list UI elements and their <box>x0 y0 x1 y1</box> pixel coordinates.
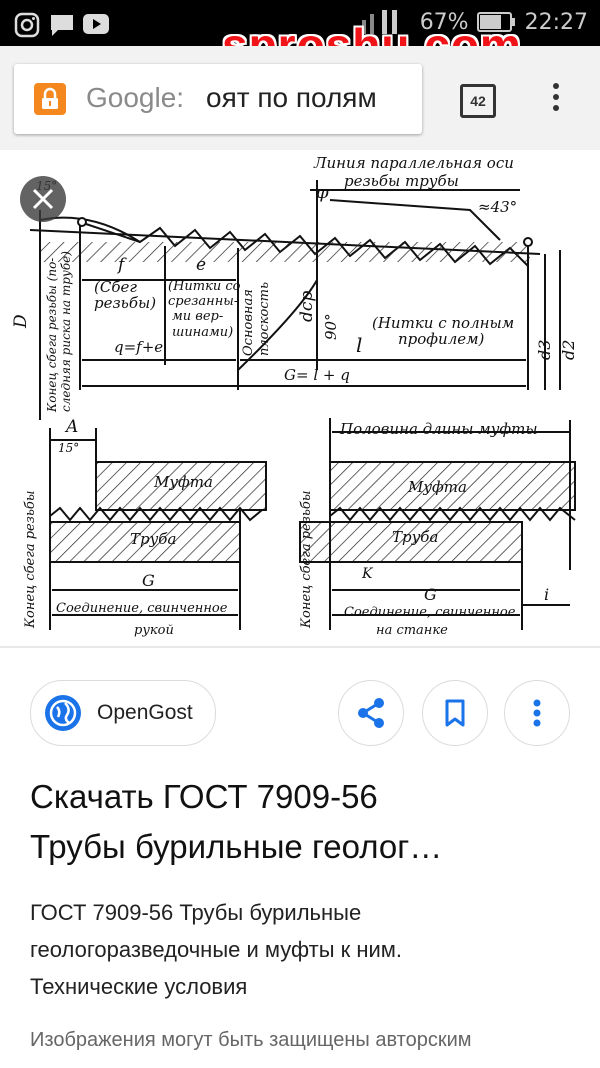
description-line: Технические условия <box>30 974 248 999</box>
result-title-line: Трубы бурильные геолог… <box>30 828 443 865</box>
signal-icon <box>353 10 397 34</box>
label-angle-15: 15° <box>58 441 79 455</box>
status-bar: 67% 22:27 <box>0 0 600 46</box>
label-end-left-1: Конец сбега резьбы (по- <box>45 258 59 413</box>
thread-drawing: Линия параллельная оси резьбы трубы φ ≈4… <box>11 154 578 638</box>
save-button[interactable] <box>422 680 488 746</box>
more-icon <box>533 699 541 727</box>
label-angle-43: ≈43° <box>478 198 517 216</box>
clock: 22:27 <box>524 9 588 35</box>
label-end-runout-right: Конец сбега резьбы <box>299 491 314 629</box>
label-G-formula: G= l + q <box>284 366 350 384</box>
label-phi: φ <box>316 182 329 203</box>
browser-toolbar: Google: оят по полям 42 <box>0 46 600 150</box>
source-name: OpenGost <box>97 701 193 724</box>
label-joint-hand-1: Соединение, свинченное <box>56 601 228 616</box>
label-parallel-1: Линия параллельная оси <box>313 154 514 172</box>
label-angle-90: 90° <box>322 313 340 340</box>
label-half-coupling: Половина длины муфты <box>339 420 538 438</box>
label-full-2: профилем) <box>398 330 485 348</box>
label-joint-machine-1: Соединение, свинченное <box>344 605 516 620</box>
instagram-icon <box>14 12 40 38</box>
result-title[interactable]: Скачать ГОСТ 7909-56 Трубы бурильные гео… <box>30 772 570 872</box>
label-end-left-2: следняя риска на трубе) <box>59 251 73 412</box>
label-runout-1: (Сбег <box>94 278 137 296</box>
label-D: D <box>11 314 31 329</box>
label-cut-1: (Нитки со <box>168 279 241 294</box>
address-bar[interactable]: Google: оят по полям <box>14 64 422 134</box>
label-pipe-right: Труба <box>392 528 438 546</box>
label-G-left: G <box>142 571 155 590</box>
share-button[interactable] <box>338 680 404 746</box>
lock-icon <box>34 83 66 115</box>
label-d3: d3 <box>535 340 554 360</box>
globe-icon <box>45 695 81 731</box>
share-icon <box>358 698 384 728</box>
label-cut-4: шинами) <box>172 325 233 340</box>
label-f: f <box>116 255 127 275</box>
notice-line: Изображения могут быть защищены авторски… <box>30 1029 472 1051</box>
copyright-notice: Изображения могут быть защищены авторски… <box>30 1024 590 1056</box>
label-coupling-right: Муфта <box>407 478 467 496</box>
more-button[interactable] <box>504 680 570 746</box>
description-line: ГОСТ 7909-56 Трубы бурильные <box>30 900 362 925</box>
youtube-icon <box>83 14 109 34</box>
divider <box>0 646 600 648</box>
battery-percent: 67% <box>419 9 469 35</box>
label-main-plane-1: Основная <box>241 289 256 356</box>
source-chip[interactable]: OpenGost <box>30 680 216 746</box>
label-full-1: (Нитки с полным <box>372 314 514 332</box>
label-runout-2: резьбы) <box>94 294 156 312</box>
result-image[interactable]: Линия параллельная оси резьбы трубы φ ≈4… <box>0 150 600 640</box>
search-query: оят по полям <box>206 82 377 113</box>
label-joint-hand-2: рукой <box>134 623 174 638</box>
description-line: геологоразведочные и муфты к ним. <box>30 937 403 962</box>
label-A: A <box>64 417 78 437</box>
label-d2: d2 <box>559 340 578 360</box>
label-cut-3: ми вер- <box>172 309 223 324</box>
result-title-line: Скачать ГОСТ 7909-56 <box>30 778 378 815</box>
result-description: ГОСТ 7909-56 Трубы бурильные геологоразв… <box>30 894 590 1005</box>
close-icon[interactable] <box>20 176 66 222</box>
label-i: i <box>544 585 549 604</box>
label-K: K <box>361 566 374 582</box>
label-l: l <box>356 333 362 357</box>
battery-icon <box>476 12 515 32</box>
label-dcp: dср <box>297 291 317 322</box>
label-coupling-left: Муфта <box>153 473 213 491</box>
label-end-runout-left: Конец сбега резьбы <box>23 491 38 629</box>
label-q: q=f+e <box>114 338 163 356</box>
bookmark-icon <box>445 699 465 727</box>
label-joint-machine-2: на станке <box>376 623 448 638</box>
label-e: e <box>196 255 206 275</box>
label-cut-2: срезанны- <box>168 294 238 309</box>
label-pipe-left: Труба <box>130 530 176 548</box>
tab-switcher-button[interactable]: 42 <box>460 84 496 118</box>
label-main-plane-2: плоскость <box>257 282 272 356</box>
label-G-right: G <box>424 585 437 604</box>
url-prefix: Google: <box>86 82 185 113</box>
label-parallel-2: резьбы трубы <box>344 172 459 190</box>
message-icon <box>51 15 73 36</box>
menu-icon[interactable] <box>546 80 566 120</box>
